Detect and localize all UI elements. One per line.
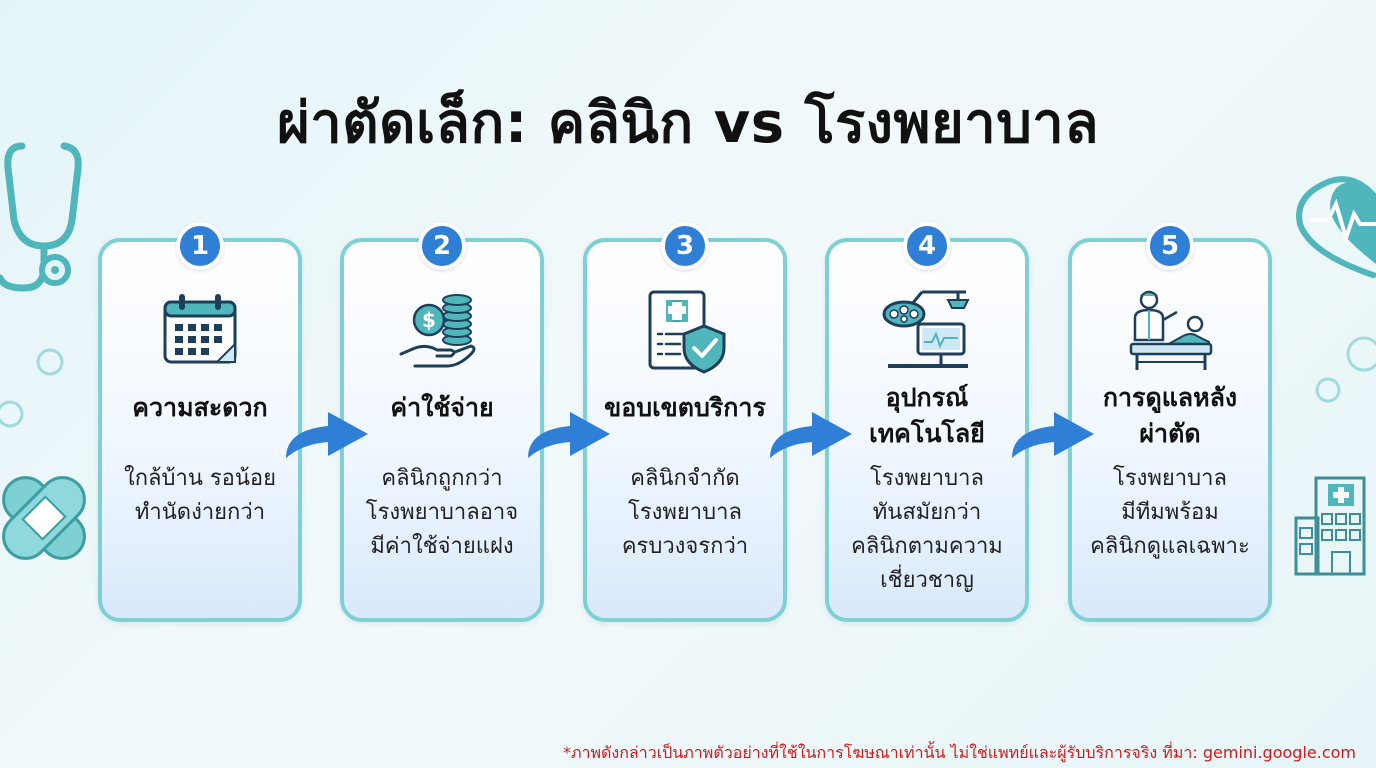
flow-arrow-2-3	[528, 412, 610, 458]
doctor-patient-icon	[1129, 290, 1213, 370]
flow-arrow-4-5	[1012, 412, 1094, 458]
step-body: โรงพยาบาล มีทีมพร้อม คลินิกดูแลเฉพาะ	[1090, 466, 1250, 559]
step-body: โรงพยาบาล ทันสมัยกว่า คลินิกตามความ เชี่…	[851, 466, 1003, 593]
page-title: ผ่าตัดเล็ก: คลินิก vs โรงพยาบาล	[276, 91, 1100, 156]
step-body: ใกล้บ้าน รอน้อย ทำนัดง่ายกว่า	[123, 466, 277, 525]
step-heading: ขอบเขตบริการ	[604, 393, 766, 422]
step-number-badge: 1	[176, 222, 224, 270]
flow-arrow-3-4	[770, 412, 852, 458]
heart-pulse-icon	[1296, 176, 1376, 278]
calendar-icon	[163, 294, 237, 364]
hospital-building-icon	[1294, 476, 1366, 576]
step-body: คลินิกจำกัด โรงพยาบาล ครบวงจรกว่า	[621, 466, 749, 559]
surgical-equipment-icon	[882, 290, 970, 368]
svg-text:$: $	[422, 308, 436, 332]
step-card-cost: 2 $ ค่าใช้จ่าย คลินิกถูกกว่า โรงพยาบาลอา…	[340, 222, 544, 622]
step-heading: การดูแลหลัง ผ่าตัด	[1102, 383, 1238, 448]
bandage-icon	[2, 476, 86, 560]
stethoscope-icon	[0, 142, 82, 292]
step-card-equipment: 4 อุปกรณ์ เทคโนโลยี โรงพยาบาล ทันสมัยกว่…	[825, 222, 1029, 622]
step-number-badge: 3	[661, 222, 709, 270]
disclaimer-text: *ภาพดังกล่าวเป็นภาพตัวอย่างที่ใช้ในการโฆ…	[562, 743, 1356, 762]
money-hand-icon: $	[399, 294, 476, 368]
step-heading: อุปกรณ์ เทคโนโลยี	[869, 383, 985, 448]
step-body: คลินิกถูกกว่า โรงพยาบาลอาจ มีค่าใช้จ่ายแ…	[365, 466, 519, 559]
step-heading: ค่าใช้จ่าย	[390, 393, 494, 422]
medical-shield-document-icon	[648, 290, 726, 374]
bubble-deco	[0, 348, 64, 428]
bubble-deco-right	[1315, 336, 1376, 403]
step-number-badge: 5	[1146, 222, 1194, 270]
flow-arrow-1-2	[286, 412, 368, 458]
step-number-badge: 2	[418, 222, 466, 270]
step-card-post-op-care: 5 การดูแลหลัง ผ่าตัด โรงพยาบาล มีทีมพร้อ…	[1068, 222, 1272, 622]
step-heading: ความสะดวก	[132, 393, 268, 422]
step-number-badge: 4	[903, 222, 951, 270]
step-card-convenience: 1 ความสะดวก ใกล้บ้าน รอน้อย ทำนัดง่ายกว่…	[98, 222, 302, 622]
